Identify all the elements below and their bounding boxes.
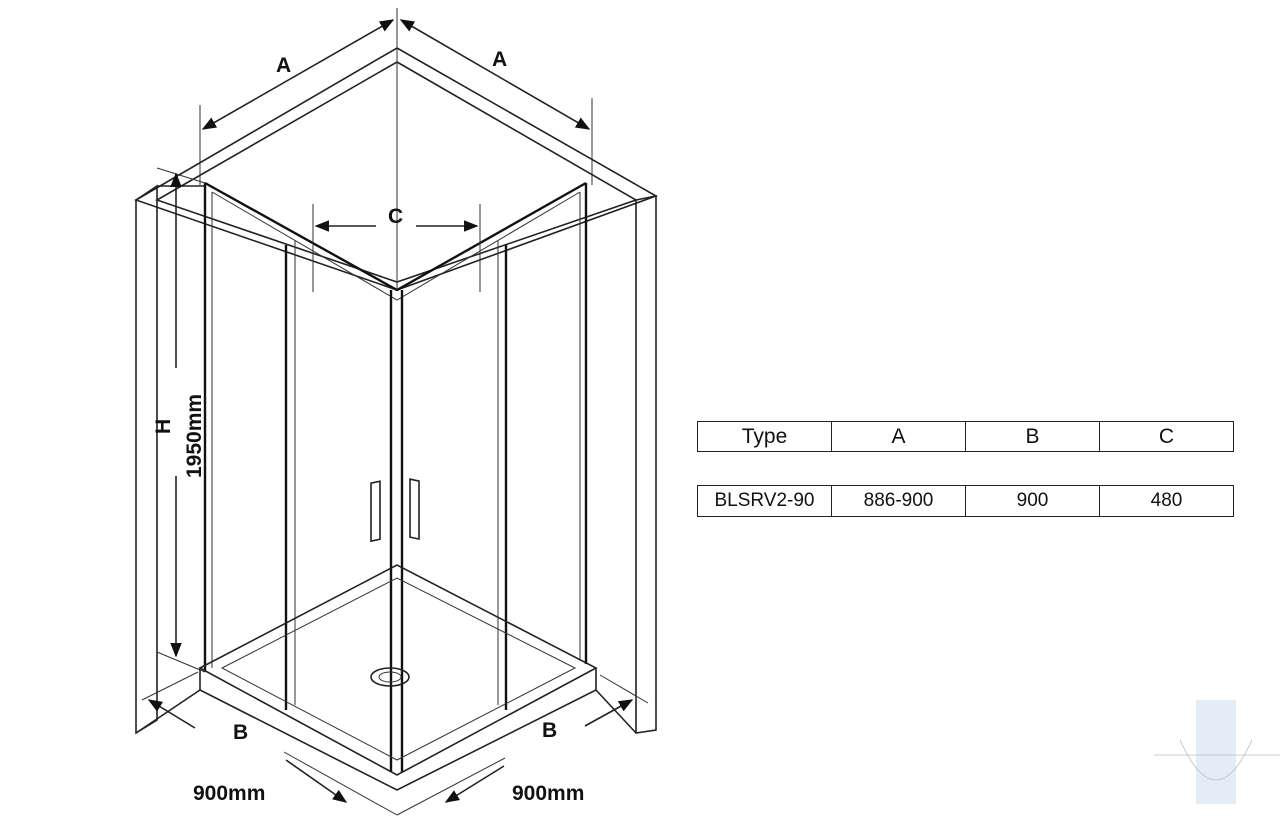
label-c: C [388, 205, 403, 228]
spec-table: Type A B C BLSRV2-90 886-900 900 480 [697, 421, 1234, 517]
header-c: C [1099, 421, 1234, 452]
dimension-c: C [312, 204, 481, 292]
cell-c: 480 [1099, 485, 1234, 517]
door-handles [370, 478, 420, 543]
dimension-width-left: 900mm [193, 751, 398, 816]
label-a-left: A [276, 54, 291, 77]
cell-type: BLSRV2-90 [697, 485, 832, 517]
label-h: H [152, 419, 175, 434]
dimension-a-left: A [199, 8, 398, 290]
label-height: 1950mm [183, 394, 206, 478]
shower-tray [198, 564, 598, 791]
header-type: Type [697, 421, 832, 452]
dimension-h: H 1950mm [152, 167, 206, 673]
enclosure-frame [203, 183, 588, 772]
dimension-b-right: B [542, 674, 649, 742]
dimension-a-right: A [399, 19, 593, 185]
dimension-b-left: B [141, 671, 248, 744]
table-header-row: Type A B C [697, 421, 1234, 452]
ceiling-outline [134, 47, 658, 291]
cell-a: 886-900 [831, 485, 966, 517]
label-a-right: A [492, 48, 507, 71]
dimension-width-right: 900mm [396, 757, 584, 816]
table-row: BLSRV2-90 886-900 900 480 [697, 485, 1234, 517]
label-b-left: B [233, 721, 248, 744]
header-b: B [965, 421, 1100, 452]
watermark-logo [1154, 700, 1280, 804]
label-width-left: 900mm [193, 782, 265, 805]
table-spacer [697, 451, 1234, 486]
label-width-right: 900mm [512, 782, 584, 805]
right-wall [635, 195, 657, 734]
header-a: A [831, 421, 966, 452]
label-b-right: B [542, 719, 557, 742]
cell-b: 900 [965, 485, 1100, 517]
